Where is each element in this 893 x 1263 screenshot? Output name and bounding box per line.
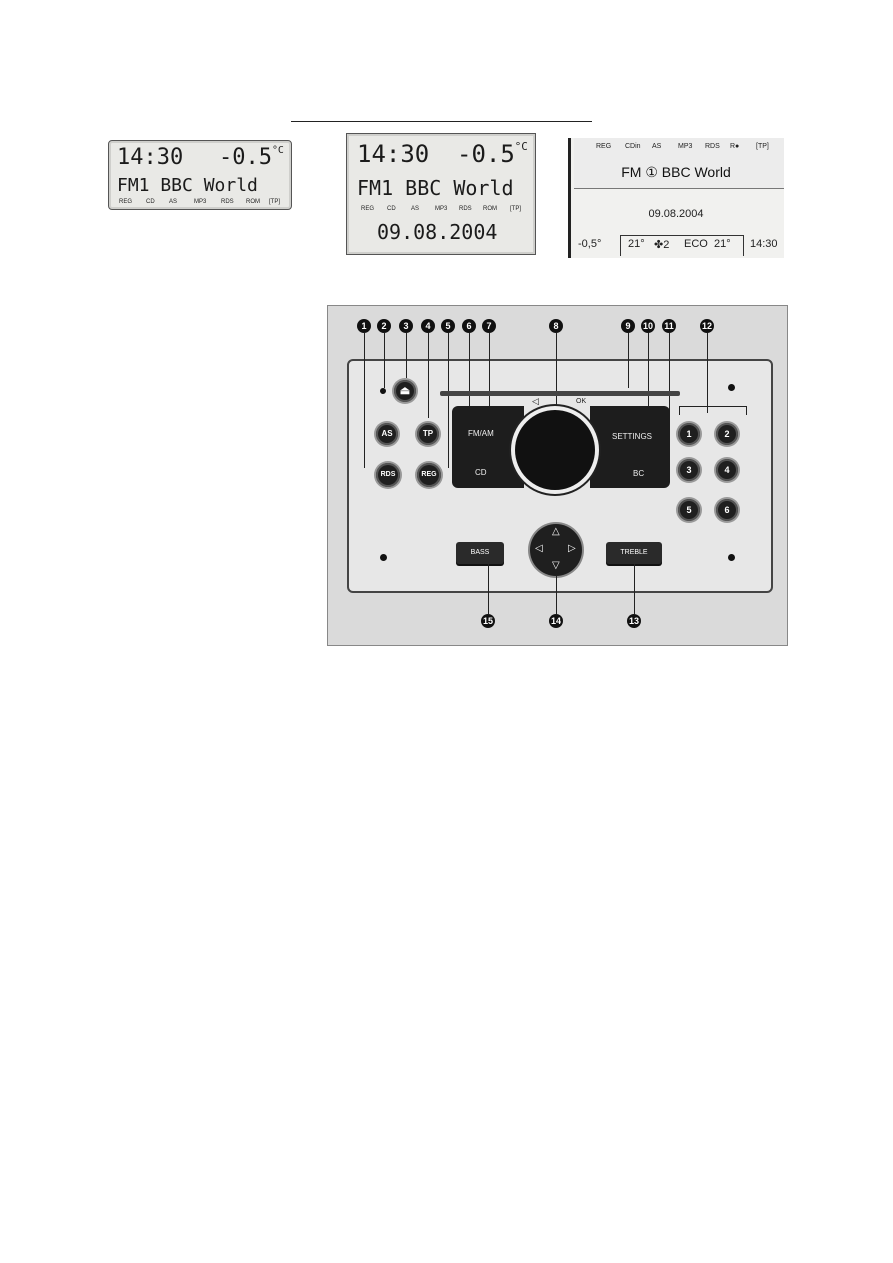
callout-11: 11 <box>662 319 676 333</box>
callout-12: 12 <box>700 319 714 333</box>
settings-button[interactable]: SETTINGS <box>612 432 653 441</box>
bass-button[interactable]: BASS <box>456 542 504 564</box>
tp-button[interactable]: TP <box>417 423 439 445</box>
preset-button-2[interactable]: 2 <box>716 423 738 445</box>
leader-line <box>707 333 708 413</box>
outside-temp: -0,5° <box>578 238 602 250</box>
leader-line <box>634 564 635 614</box>
leader-line <box>669 333 670 468</box>
leader-line <box>384 333 385 388</box>
cd-slot[interactable] <box>440 391 680 396</box>
rds-button[interactable]: RDS <box>376 463 400 487</box>
ok-label: OK <box>576 398 587 405</box>
lcd-display-date: 14:30 -0.5°C FM1 BBC World REG CD AS MP3… <box>346 133 536 255</box>
leader-line <box>428 333 429 418</box>
fmam-button[interactable]: FM/AM <box>468 429 494 438</box>
callout-15: 15 <box>481 614 495 628</box>
right-temp: 21° <box>714 238 731 250</box>
leader-line <box>556 333 557 423</box>
display-top-band: REG CDin AS MP3 RDS R● [TP] <box>574 138 784 189</box>
callout-2: 2 <box>377 319 391 333</box>
leader-line <box>448 333 449 468</box>
right-source-panel <box>590 406 670 488</box>
screw-hole <box>380 554 387 561</box>
bc-button[interactable]: BC <box>633 469 645 478</box>
eject-icon: ⏏ <box>399 385 411 397</box>
callout-6: 6 <box>462 319 476 333</box>
callout-7: 7 <box>482 319 496 333</box>
display-temperature: -0.5°C <box>457 140 528 168</box>
display-temperature: -0.5°C <box>219 145 284 170</box>
cd-button[interactable]: CD <box>475 468 487 477</box>
leader-line <box>488 564 489 614</box>
radio-panel-photo: 1 2 3 4 5 6 7 8 9 10 11 12 ⏏ AS TP RDS R… <box>327 305 788 646</box>
callout-5: 5 <box>441 319 455 333</box>
leader-line <box>489 333 490 433</box>
arrow-right-icon[interactable]: ▷ <box>568 543 576 554</box>
display-time: 14:30 <box>117 145 184 170</box>
left-temp: 21° <box>628 238 645 250</box>
preset-bracket <box>679 406 747 415</box>
screw-hole <box>728 384 735 391</box>
lcd-display-basic: 14:30 -0.5°C FM1 BBC World REG CD AS MP3… <box>108 140 292 210</box>
preset-button-1[interactable]: 1 <box>678 423 700 445</box>
preset-button-6[interactable]: 6 <box>716 499 738 521</box>
display-station: FM ① BBC World <box>621 164 731 180</box>
reg-button[interactable]: REG <box>417 463 441 487</box>
callout-9: 9 <box>621 319 635 333</box>
eco-label: ECO <box>684 238 708 250</box>
volume-icon: ◁ <box>532 396 539 406</box>
callout-3: 3 <box>399 319 413 333</box>
header-rule <box>291 121 592 122</box>
color-display: REG CDin AS MP3 RDS R● [TP] FM ① BBC Wor… <box>568 138 784 258</box>
leader-line <box>556 576 557 614</box>
display-date: 09.08.2004 <box>648 208 704 220</box>
indicator-led <box>380 388 386 394</box>
leader-line <box>469 333 470 468</box>
callout-14: 14 <box>549 614 563 628</box>
callout-1: 1 <box>357 319 371 333</box>
left-source-panel <box>452 406 524 488</box>
callout-10: 10 <box>641 319 655 333</box>
callout-13: 13 <box>627 614 641 628</box>
fan-icon: ✤2 <box>654 239 670 251</box>
eject-button[interactable]: ⏏ <box>394 380 416 402</box>
as-button[interactable]: AS <box>376 423 398 445</box>
display-station: FM1 BBC World <box>117 175 258 196</box>
display-time: 14:30 <box>357 140 430 168</box>
leader-line <box>364 333 365 468</box>
arrow-down-icon[interactable]: ▽ <box>552 560 560 571</box>
climate-box <box>620 235 744 256</box>
preset-button-5[interactable]: 5 <box>678 499 700 521</box>
arrow-left-icon[interactable]: ◁ <box>535 543 543 554</box>
display-date: 09.08.2004 <box>377 220 498 244</box>
leader-line <box>406 333 407 378</box>
display-station: FM1 BBC World <box>357 176 514 200</box>
navigation-rocker[interactable]: △ ▽ ◁ ▷ <box>530 524 582 576</box>
clock: 14:30 <box>750 238 778 250</box>
leader-line <box>648 333 649 428</box>
callout-8: 8 <box>549 319 563 333</box>
display-border <box>568 138 571 258</box>
volume-knob[interactable] <box>515 410 595 490</box>
leader-line <box>628 333 629 388</box>
preset-button-3[interactable]: 3 <box>678 459 700 481</box>
preset-button-4[interactable]: 4 <box>716 459 738 481</box>
screw-hole <box>728 554 735 561</box>
callout-4: 4 <box>421 319 435 333</box>
arrow-up-icon[interactable]: △ <box>552 526 560 537</box>
treble-button[interactable]: TREBLE <box>606 542 662 564</box>
